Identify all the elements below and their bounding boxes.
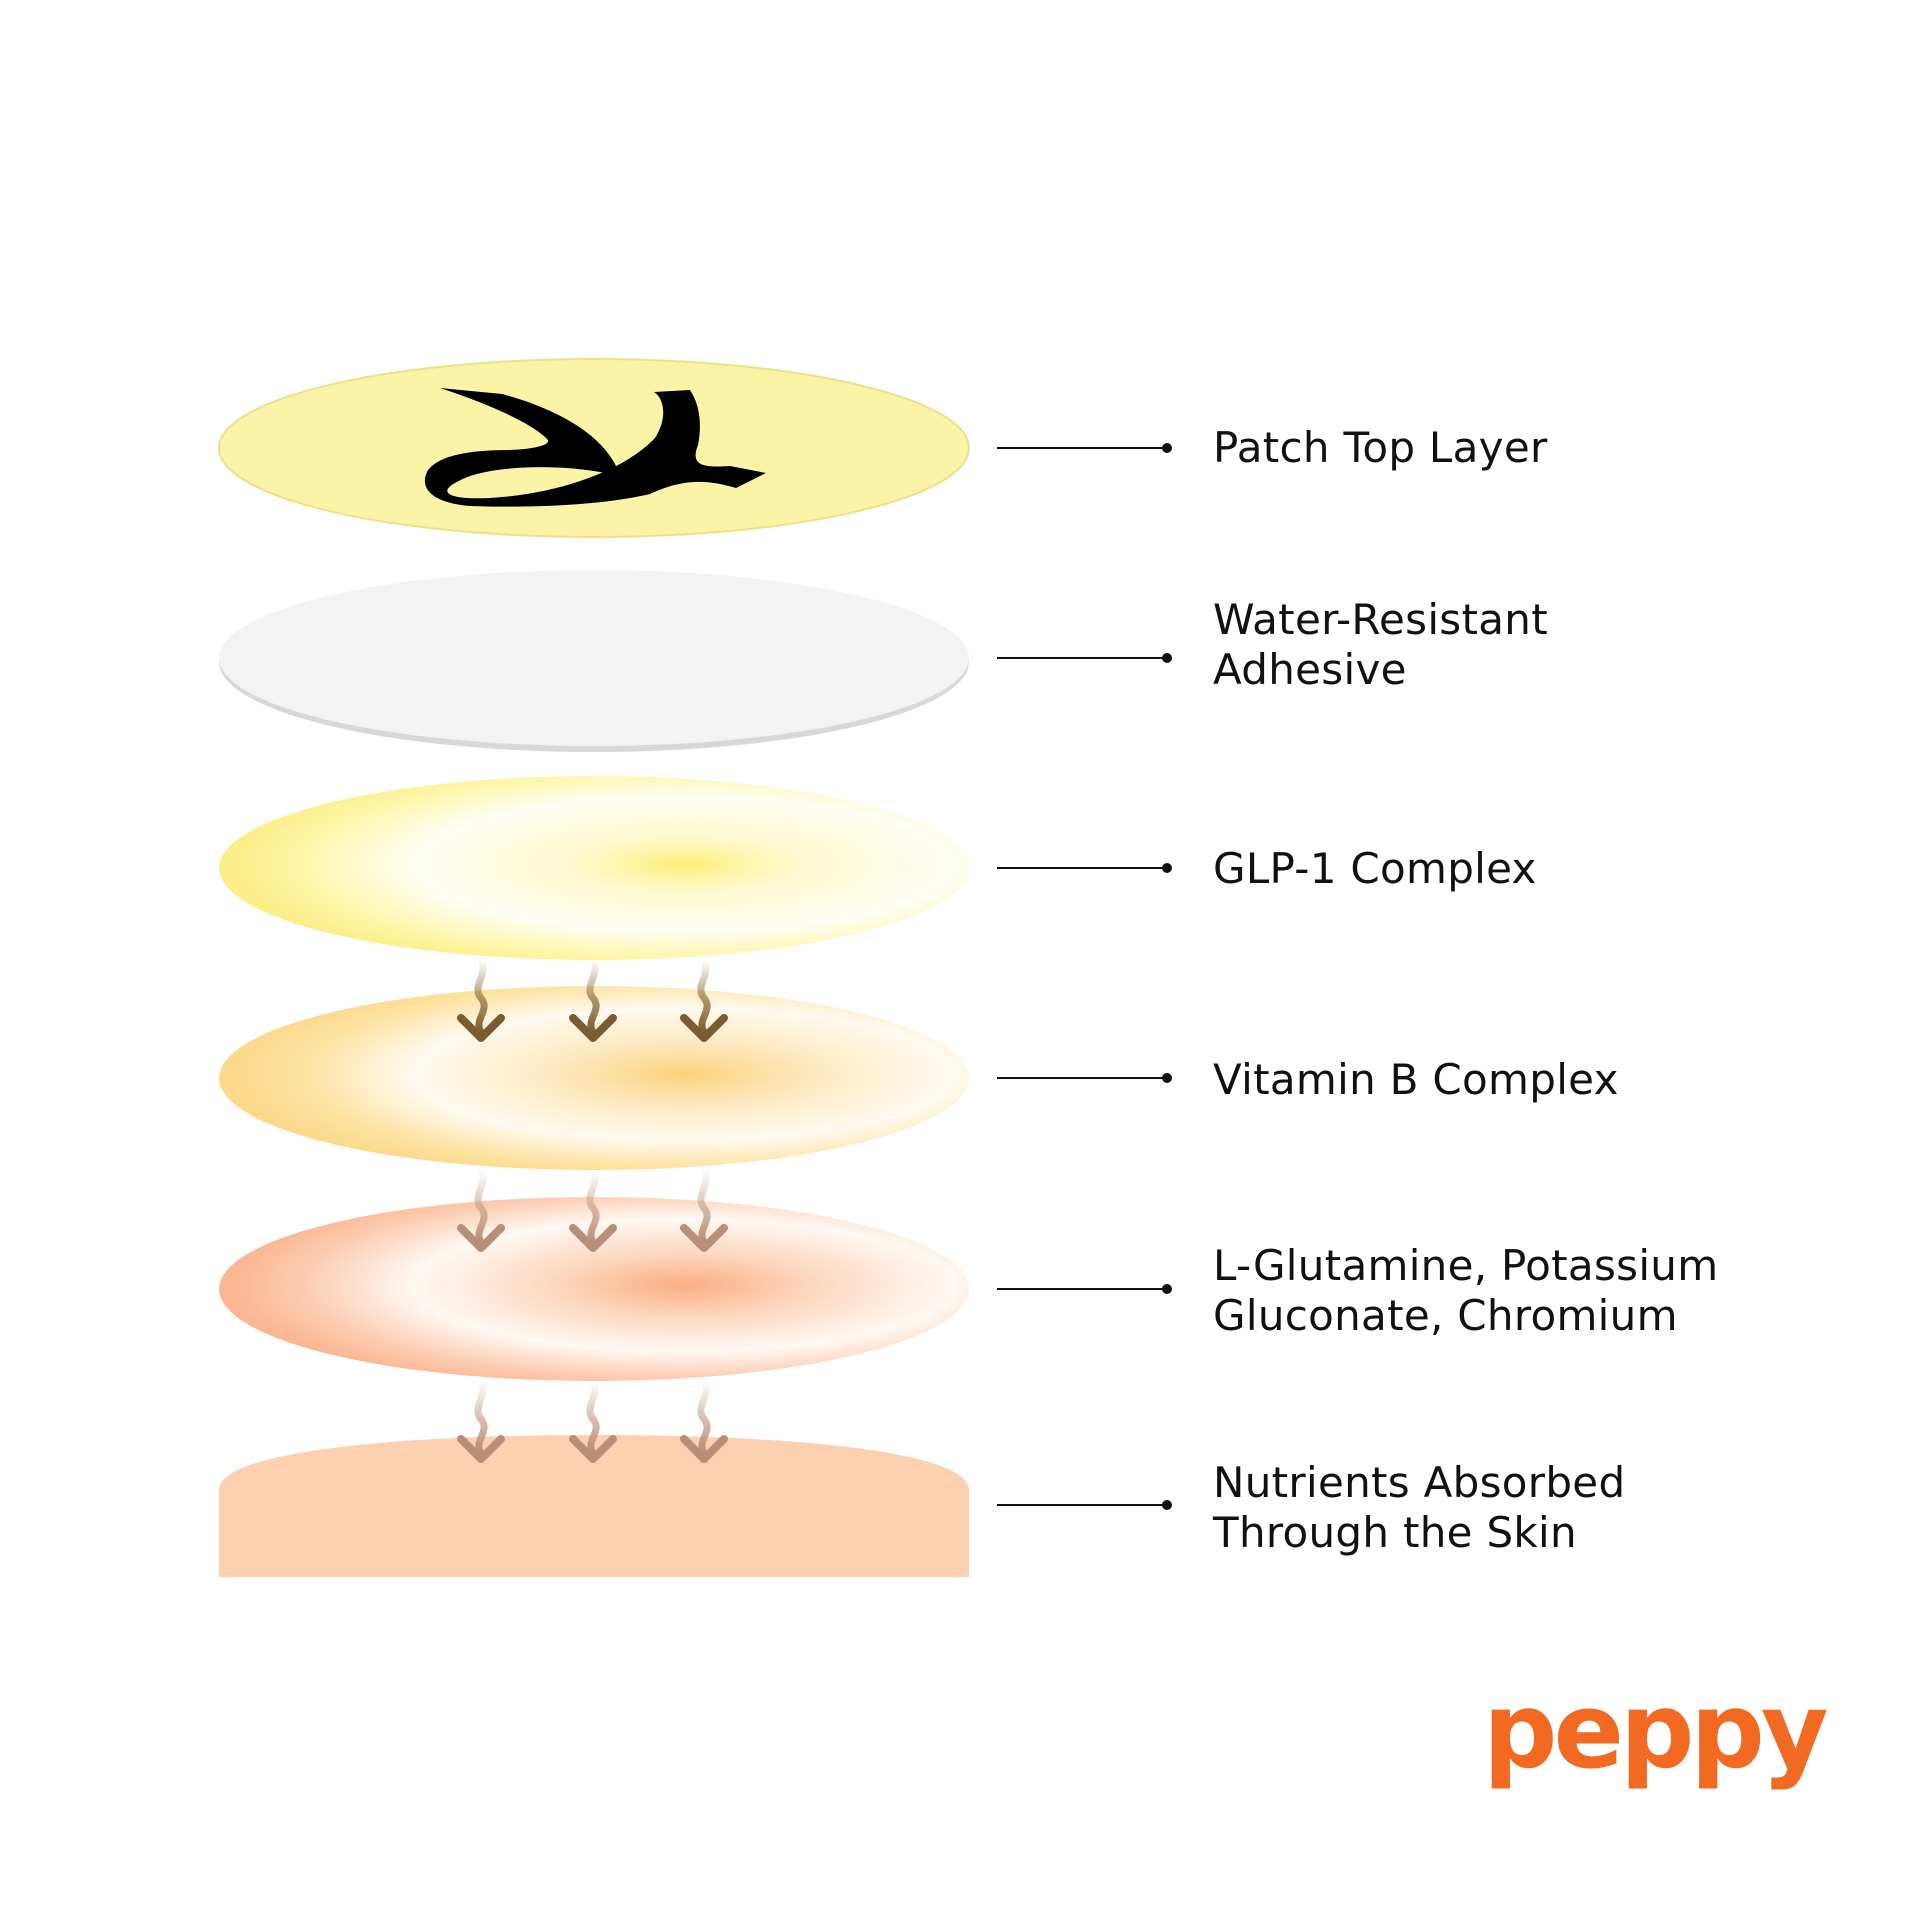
vitamin-b-disc xyxy=(219,986,969,1170)
connector-dot xyxy=(1162,1073,1172,1083)
wavy-down-arrow-icon xyxy=(474,956,488,1036)
wavy-down-arrow-icon xyxy=(474,1166,488,1246)
arrow-head xyxy=(680,1014,728,1042)
label-skin: Nutrients Absorbed Through the Skin xyxy=(1213,1458,1625,1558)
label-line: Nutrients Absorbed xyxy=(1213,1458,1626,1507)
arrow-head xyxy=(457,1014,505,1042)
adhesive-disc xyxy=(219,570,969,746)
minerals-disc xyxy=(219,1197,969,1381)
wavy-down-arrow-icon xyxy=(586,1377,600,1457)
label-minerals: L-Glutamine, Potassium Gluconate, Chromi… xyxy=(1213,1241,1718,1341)
adhesive-layer xyxy=(219,570,969,752)
label-patch-top-layer: Patch Top Layer xyxy=(1213,423,1548,473)
label-line: Patch Top Layer xyxy=(1213,423,1548,472)
wavy-down-arrow-icon xyxy=(697,1166,711,1246)
arrow-head xyxy=(569,1224,617,1252)
label-line: Water-Resistant xyxy=(1213,595,1548,644)
label-line: GLP-1 Complex xyxy=(1213,844,1537,893)
wavy-down-arrow-icon xyxy=(586,956,600,1036)
label-line: L-Glutamine, Potassium xyxy=(1213,1241,1719,1290)
arrow-head xyxy=(569,1014,617,1042)
arrow-head xyxy=(680,1224,728,1252)
vitamin-b-layer xyxy=(219,986,969,1170)
wavy-down-arrow-icon xyxy=(474,1377,488,1457)
label-glp1: GLP-1 Complex xyxy=(1213,844,1537,894)
brand-logo: peppy xyxy=(1483,1670,1829,1792)
label-line: Gluconate, Chromium xyxy=(1213,1291,1678,1340)
skin-layer xyxy=(219,1435,969,1577)
wavy-down-arrow-icon xyxy=(697,1377,711,1457)
label-adhesive: Water-Resistant Adhesive xyxy=(1213,595,1548,695)
connector-dot xyxy=(1162,1284,1172,1294)
label-vitamin-b: Vitamin B Complex xyxy=(1213,1055,1619,1105)
wavy-down-arrow-icon xyxy=(697,956,711,1036)
label-line: Adhesive xyxy=(1213,645,1407,694)
peppy-p-mark-icon xyxy=(424,388,766,507)
arrow-head xyxy=(680,1435,728,1463)
patch-top-layer xyxy=(218,358,970,538)
minerals-layer xyxy=(219,1197,969,1381)
connector-dot xyxy=(1162,443,1172,453)
connector-dot xyxy=(1162,1500,1172,1510)
skin-block xyxy=(219,1435,969,1577)
arrow-head xyxy=(457,1435,505,1463)
label-line: Vitamin B Complex xyxy=(1213,1055,1619,1104)
label-line: Through the Skin xyxy=(1213,1508,1577,1557)
glp1-disc xyxy=(219,776,969,960)
connector-dot xyxy=(1162,653,1172,663)
label-connectors xyxy=(997,443,1172,1510)
absorption-arrows xyxy=(457,956,728,1463)
arrow-head xyxy=(569,1435,617,1463)
arrow-head xyxy=(457,1224,505,1252)
wavy-down-arrow-icon xyxy=(586,1166,600,1246)
glp1-layer xyxy=(219,776,969,960)
connector-dot xyxy=(1162,863,1172,873)
